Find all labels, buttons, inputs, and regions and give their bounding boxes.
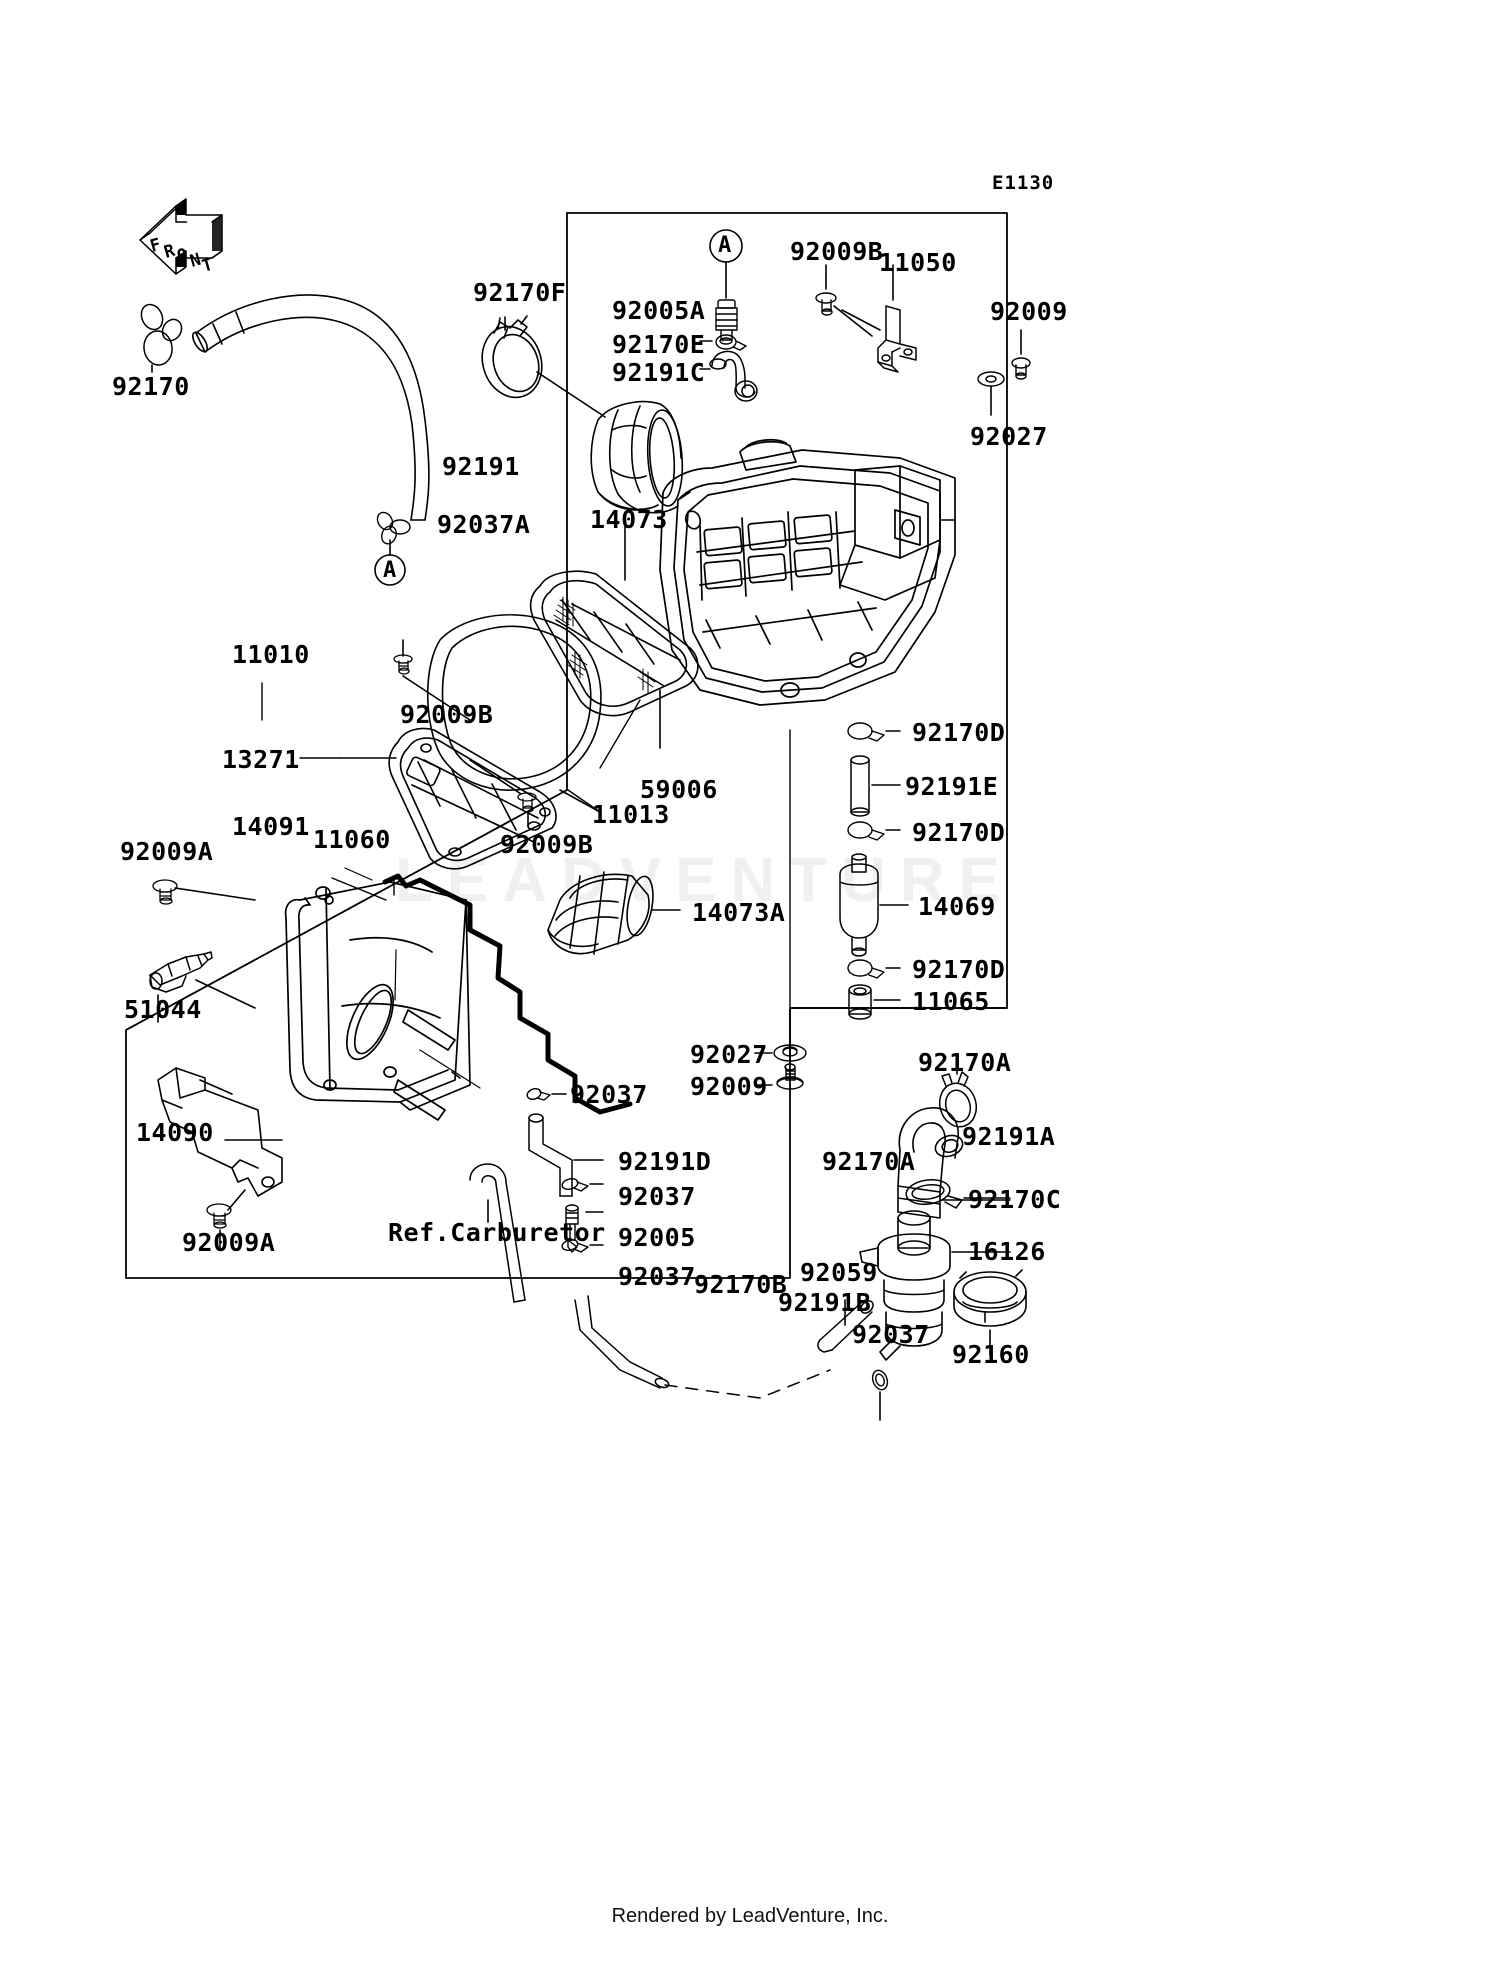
- label-92009A-lower: 92009A: [182, 1228, 276, 1257]
- label-92027-top: 92027: [970, 422, 1048, 451]
- label-11060: 11060: [313, 825, 391, 854]
- label-92009B-mid: 92009B: [400, 700, 494, 729]
- label-92191: 92191: [442, 452, 520, 481]
- label-13271: 13271: [222, 745, 300, 774]
- svg-text:T: T: [200, 255, 215, 277]
- label-92009B-mid2: 92009B: [500, 830, 594, 859]
- label-92009A-upper: 92009A: [120, 837, 214, 866]
- label-92005: 92005: [618, 1223, 696, 1252]
- label-92170E: 92170E: [612, 330, 706, 359]
- label-16126: 16126: [968, 1237, 1046, 1266]
- label-92170A-left: 92170A: [822, 1147, 916, 1176]
- svg-text:F: F: [148, 235, 163, 257]
- label-92191E: 92191E: [905, 772, 999, 801]
- label-11013: 11013: [592, 800, 670, 829]
- label-51044: 51044: [124, 995, 202, 1024]
- label-92059: 92059: [800, 1258, 878, 1287]
- label-92170F: 92170F: [473, 278, 567, 307]
- label-11065: 11065: [912, 987, 990, 1016]
- diagram-code: E1130: [992, 172, 1055, 194]
- label-92037A: 92037A: [437, 510, 531, 539]
- label-92037-a: 92037: [570, 1080, 648, 1109]
- label-14069: 14069: [918, 892, 996, 921]
- label-92170D-1: 92170D: [912, 718, 1006, 747]
- label-11050: 11050: [879, 248, 957, 277]
- label-92037-b: 92037: [618, 1182, 696, 1211]
- label-92037-d: 92037: [852, 1320, 930, 1349]
- label-92009-top: 92009: [990, 297, 1068, 326]
- label-92160: 92160: [952, 1340, 1030, 1369]
- label-92170B: 92170B: [694, 1270, 788, 1299]
- label-92027-bottom: 92027: [690, 1040, 768, 1069]
- label-14073: 14073: [590, 505, 668, 534]
- label-92170D-2: 92170D: [912, 818, 1006, 847]
- label-92005A: 92005A: [612, 296, 706, 325]
- label-14091: 14091: [232, 812, 310, 841]
- label-92170A-right: 92170A: [918, 1048, 1012, 1077]
- callout-a-top: A: [718, 233, 732, 258]
- label-92170D-3: 92170D: [912, 955, 1006, 984]
- label-14090: 14090: [136, 1118, 214, 1147]
- label-ref-carburetor: Ref.Carburetor: [388, 1218, 606, 1247]
- callout-a-left: A: [383, 558, 397, 583]
- label-92170: 92170: [112, 372, 190, 401]
- label-92191A: 92191A: [962, 1122, 1056, 1151]
- svg-text:N: N: [188, 250, 203, 272]
- label-92009B-top: 92009B: [790, 237, 884, 266]
- footer-credit: Rendered by LeadVenture, Inc.: [611, 1905, 889, 1927]
- label-92191D: 92191D: [618, 1147, 712, 1176]
- svg-text:R: R: [162, 241, 178, 263]
- label-11010: 11010: [232, 640, 310, 669]
- label-14073A: 14073A: [692, 898, 786, 927]
- label-92037-c: 92037: [618, 1262, 696, 1291]
- label-92191C: 92191C: [612, 358, 706, 387]
- label-59006: 59006: [640, 775, 718, 804]
- svg-text:O: O: [175, 245, 190, 267]
- label-92191B: 92191B: [778, 1288, 872, 1317]
- label-92170C: 92170C: [968, 1185, 1062, 1214]
- label-92009-bottom: 92009: [690, 1072, 768, 1101]
